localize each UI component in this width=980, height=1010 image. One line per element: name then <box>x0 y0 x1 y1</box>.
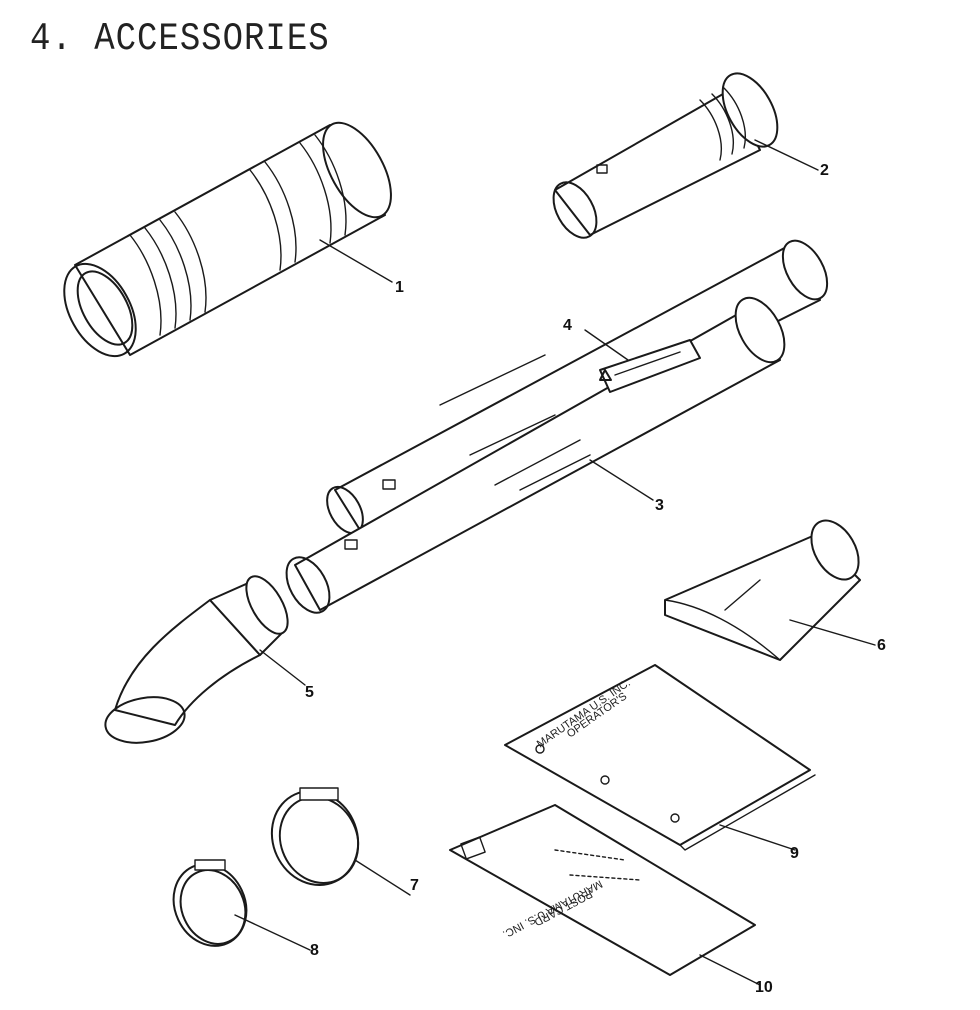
callout-4: 4 <box>563 317 572 334</box>
callout-3: 3 <box>655 497 664 514</box>
callout-8: 8 <box>310 942 319 959</box>
part-8-small-clamp <box>172 859 311 951</box>
part-10-post-card: MARUTAMA U.S. INC. POST CARD <box>449 804 761 986</box>
callout-10: 10 <box>755 979 773 996</box>
part-2-nozzle <box>552 72 819 239</box>
part-1-flex-hose <box>63 121 393 358</box>
part-6-flat-nozzle <box>664 519 876 661</box>
part-4-caution-label <box>584 329 701 393</box>
callout-5: 5 <box>305 684 314 701</box>
callout-7: 7 <box>410 877 419 894</box>
part-5-elbow <box>104 575 306 744</box>
callout-2: 2 <box>820 162 829 179</box>
part-3-pipes <box>285 239 829 614</box>
callout-9: 9 <box>790 845 799 862</box>
callout-1: 1 <box>395 279 404 296</box>
callout-6: 6 <box>877 637 886 654</box>
page-title: 4. ACCESSORIES <box>30 18 330 62</box>
part-7-large-clamp <box>270 787 411 896</box>
